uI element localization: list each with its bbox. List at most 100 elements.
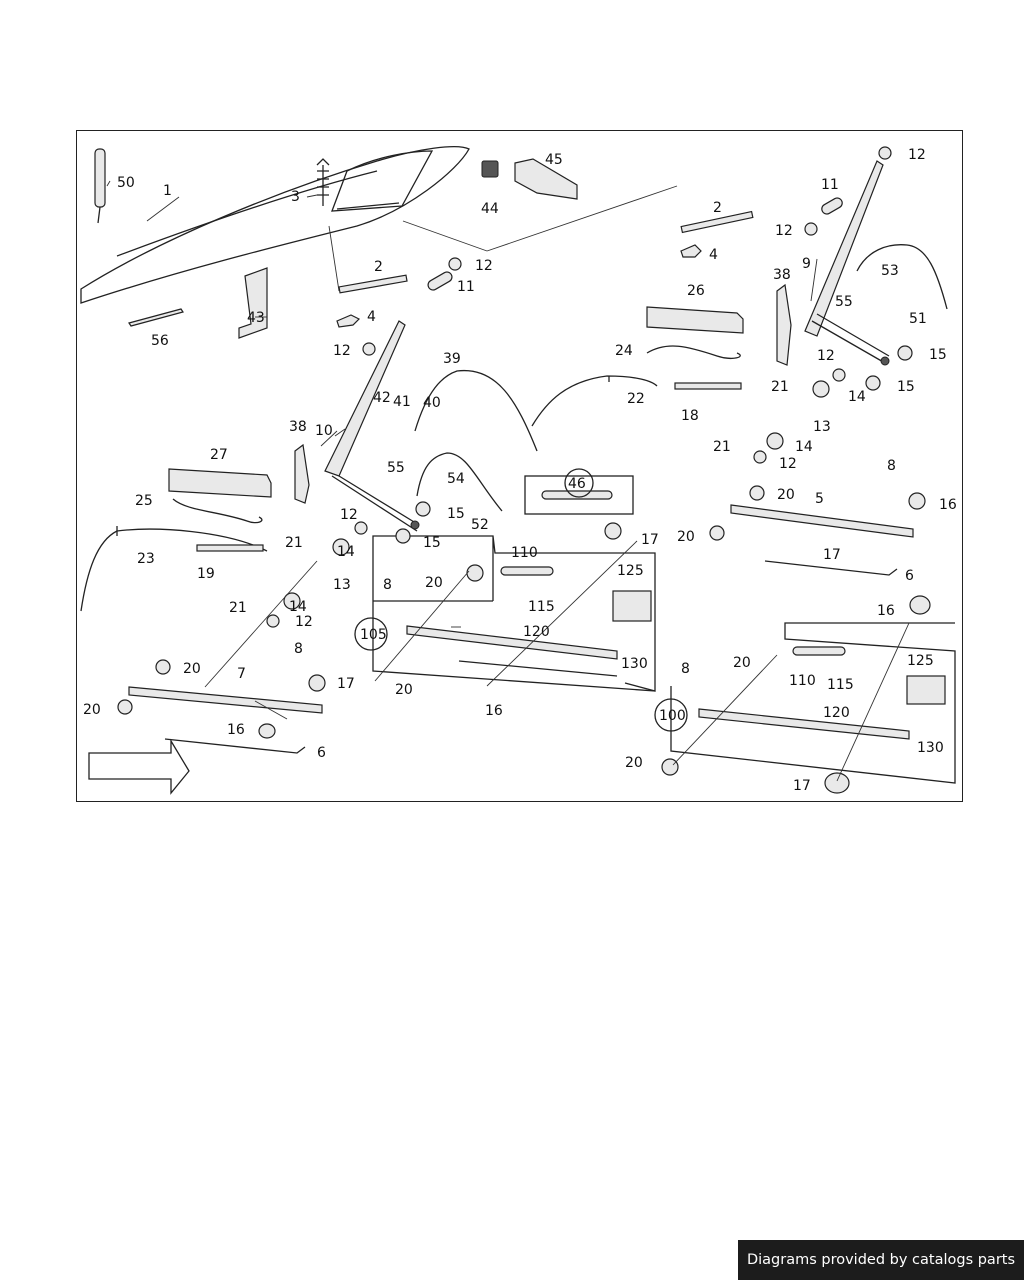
bracket-part-43 (238, 267, 268, 339)
strut-right-part-11 (821, 197, 843, 215)
callout-16-b: 16 (877, 603, 895, 619)
cover-left-part-27 (168, 468, 272, 498)
callout-14-b: 14 (795, 439, 813, 455)
callout-8-left-mid: 8 (383, 577, 392, 593)
callout-115-left: 115 (528, 599, 555, 615)
callout-21-a: 21 (771, 379, 789, 395)
callout-53: 53 (881, 263, 899, 279)
callout-5: 5 (815, 491, 824, 507)
callout-6-left: 6 (317, 745, 326, 761)
callout-15-c: 15 (447, 506, 465, 522)
callout-13-a: 13 (813, 419, 831, 435)
assembly-box-105 (372, 535, 656, 692)
callout-4-left: 4 (367, 309, 376, 325)
assembly-box-100 (661, 595, 956, 794)
callout-16-d: 16 (227, 722, 245, 738)
hardware-washers (266, 146, 913, 628)
callout-120-right: 120 (823, 705, 850, 721)
callout-12-f: 12 (779, 456, 797, 472)
callout-20-f: 20 (395, 682, 413, 698)
callout-12-d: 12 (775, 223, 793, 239)
callout-120-left: 120 (523, 624, 550, 640)
cover-right-part-26 (646, 306, 744, 334)
callout-6-right: 6 (905, 568, 914, 584)
panel-left-part-38 (294, 443, 310, 504)
callout-8-right: 8 (887, 458, 896, 474)
callout-110-right: 110 (789, 673, 816, 689)
callout-55-right: 55 (835, 294, 853, 310)
callout-15-d: 15 (423, 535, 441, 551)
callout-51: 51 (909, 311, 927, 327)
gas-cylinder-part-50 (94, 148, 106, 224)
callout-13-b: 13 (333, 577, 351, 593)
callout-105: 105 (360, 627, 387, 643)
leader-lines (106, 180, 910, 782)
rail-left-part-19 (196, 544, 264, 552)
callout-42: 42 (373, 390, 391, 406)
strip-part-56 (128, 308, 184, 327)
cable-part-22 (531, 375, 658, 427)
callout-20-e: 20 (183, 661, 201, 677)
callout-17-d: 17 (793, 778, 811, 794)
circle-46 (564, 468, 594, 498)
rail-assembly-right-part-5 (709, 485, 926, 541)
callout-38-left: 38 (289, 419, 307, 435)
callout-14-d: 14 (289, 599, 307, 615)
callout-27: 27 (210, 447, 228, 463)
callout-44: 44 (481, 201, 499, 217)
callout-130-left: 130 (621, 656, 648, 672)
callout-115-right: 115 (827, 677, 854, 693)
screw-part-3 (316, 158, 330, 206)
callout-15-b: 15 (897, 379, 915, 395)
connector-part-44 (481, 160, 499, 178)
callout-17-c: 17 (337, 676, 355, 692)
callout-2-left: 2 (374, 259, 383, 275)
callout-130-right: 130 (917, 740, 944, 756)
callout-7: 7 (237, 666, 246, 682)
cover-part-45 (514, 158, 578, 200)
callout-21-b: 21 (713, 439, 731, 455)
strut-left-part-11 (427, 271, 453, 291)
circle-105 (354, 617, 388, 651)
callout-14-a: 14 (848, 389, 866, 405)
panel-right-part-38 (776, 283, 792, 366)
wire-left-part-6 (164, 738, 306, 754)
parts-diagram: 50 1 3 2 12 11 4 43 56 12 44 45 2 11 12 … (80, 146, 957, 795)
callout-54: 54 (447, 471, 465, 487)
callout-12-a: 12 (475, 258, 493, 274)
callout-17-a: 17 (641, 532, 659, 548)
callout-21-d: 21 (229, 600, 247, 616)
arm-left-part-10 (324, 320, 420, 532)
callout-2-right: 2 (713, 200, 722, 216)
wire-right-part-6 (764, 560, 898, 576)
callout-100: 100 (659, 708, 686, 724)
circle-100 (654, 698, 688, 732)
callout-8-right-mid: 8 (681, 661, 690, 677)
callout-14-c: 14 (337, 544, 355, 560)
callout-15-a: 15 (929, 347, 947, 363)
kit-strut-part-46 (541, 490, 613, 500)
callout-17-b: 17 (823, 547, 841, 563)
clip-right-part-4 (680, 244, 702, 258)
callout-40: 40 (423, 395, 441, 411)
callout-45: 45 (545, 152, 563, 168)
callout-11-left: 11 (457, 279, 475, 295)
clip-left-part-4 (336, 314, 361, 328)
callout-22: 22 (627, 391, 645, 407)
callout-110-left: 110 (511, 545, 538, 561)
callout-26: 26 (687, 283, 705, 299)
harness-part-25 (172, 498, 263, 524)
callout-12-e: 12 (817, 348, 835, 364)
cable-part-53 (856, 244, 948, 310)
harness-part-24 (646, 345, 741, 359)
callout-125-left: 125 (617, 563, 644, 579)
parts-diagram-frame: 50 1 3 2 12 11 4 43 56 12 44 45 2 11 12 … (76, 130, 963, 802)
rail-right-part-18 (674, 382, 742, 390)
catalog-credit-badge: Diagrams provided by catalogs parts (738, 1240, 1024, 1280)
callout-12-h: 12 (295, 614, 313, 630)
callout-21-c: 21 (285, 535, 303, 551)
front-direction-arrow-icon (88, 738, 190, 795)
callout-46: 46 (568, 476, 586, 492)
callout-56: 56 (151, 333, 169, 349)
callout-24: 24 (615, 343, 633, 359)
